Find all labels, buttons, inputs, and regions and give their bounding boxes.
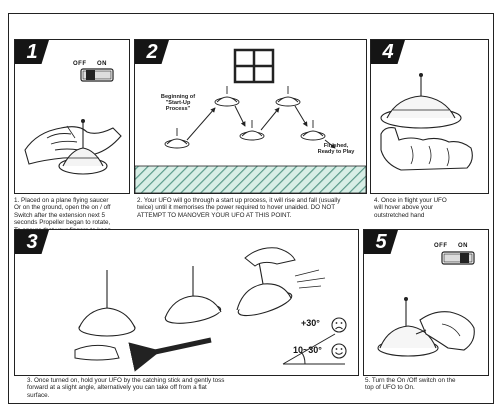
step-3-caption: 3. Once turned on, hold your UFO by the … — [27, 377, 225, 399]
step-5-caption: 5. Turn the On /Off switch on the top of… — [365, 377, 456, 392]
panel-step-5: 5 OFF ON — [363, 229, 489, 376]
step-4-caption: 4. Once in flight your UFO will hover ab… — [374, 197, 447, 219]
switch-on-label: ON — [97, 61, 107, 67]
hand-switching-ufo-on-illustration — [377, 297, 475, 357]
ufo-hovering-over-hand-illustration — [380, 73, 473, 171]
panel-step-2: 2 Beginning of "Start-Up Process" Finish… — [134, 39, 367, 194]
step-number-1: 1 — [15, 40, 49, 64]
panel-step-4: 4 — [370, 39, 489, 194]
smile-face-icon — [331, 343, 347, 359]
instruction-sheet: 1 OFF ON 1. Placed on a plane flying sau… — [8, 13, 494, 404]
angle-too-steep-label: +30° — [301, 318, 320, 328]
window-icon — [233, 48, 275, 84]
start-up-process-diagram — [135, 86, 366, 193]
switch-off-label: OFF — [434, 243, 448, 249]
hand-holding-ufo-illustration — [24, 119, 122, 175]
on-off-switch-icon — [441, 251, 475, 265]
panel-step-3: 3 +30° 10~30° — [14, 229, 359, 376]
step-2-caption: 2. Your UFO will go through a start up p… — [137, 197, 341, 219]
switch-off-label: OFF — [73, 61, 87, 67]
on-off-switch-icon — [80, 68, 114, 82]
switch-on-label: ON — [458, 243, 468, 249]
toss-ufo-illustration — [74, 247, 345, 372]
start-up-process-label: Beginning of "Start-Up Process" — [160, 94, 196, 113]
ready-to-play-label: Finished, Ready to Play — [317, 143, 355, 156]
panel-step-1: 1 OFF ON — [14, 39, 130, 194]
frown-face-icon — [331, 317, 347, 333]
